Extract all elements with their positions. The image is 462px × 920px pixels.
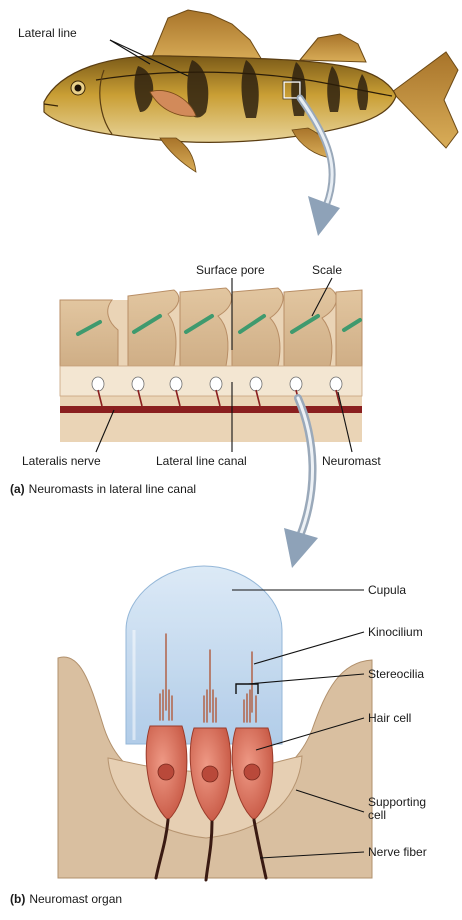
caption-a: (a) Neuromasts in lateral line canal (10, 483, 196, 495)
caption-a-text: Neuromasts in lateral line canal (29, 482, 196, 496)
dorsal-fin-rear (300, 34, 366, 62)
label-supporting-cell: Supporting cell (368, 796, 426, 821)
fish (44, 10, 458, 172)
label-lateralis-nerve: Lateralis nerve (22, 455, 101, 467)
label-scale: Scale (312, 264, 342, 276)
label-hair-cell: Hair cell (368, 712, 411, 724)
label-lateral-line: Lateral line (18, 27, 77, 39)
canal-section (60, 288, 362, 442)
fish-body (44, 56, 396, 142)
dorsal-fin-front (150, 10, 262, 62)
caption-a-letter: (a) (10, 482, 25, 496)
label-surface-pore: Surface pore (196, 264, 265, 276)
label-stereocilia: Stereocilia (368, 668, 424, 680)
caption-b-letter: (b) (10, 892, 25, 906)
caption-b-text: Neuromast organ (29, 892, 122, 906)
tail-fin (392, 52, 458, 148)
label-nerve-fiber: Nerve fiber (368, 846, 427, 858)
label-lateral-line-canal: Lateral line canal (156, 455, 247, 467)
neuromast-organ (58, 566, 372, 880)
label-neuromast: Neuromast (322, 455, 381, 467)
caption-b: (b) Neuromast organ (10, 893, 122, 905)
label-kinocilium: Kinocilium (368, 626, 423, 638)
label-cupula: Cupula (368, 584, 406, 596)
pelvic-fin (160, 138, 196, 172)
